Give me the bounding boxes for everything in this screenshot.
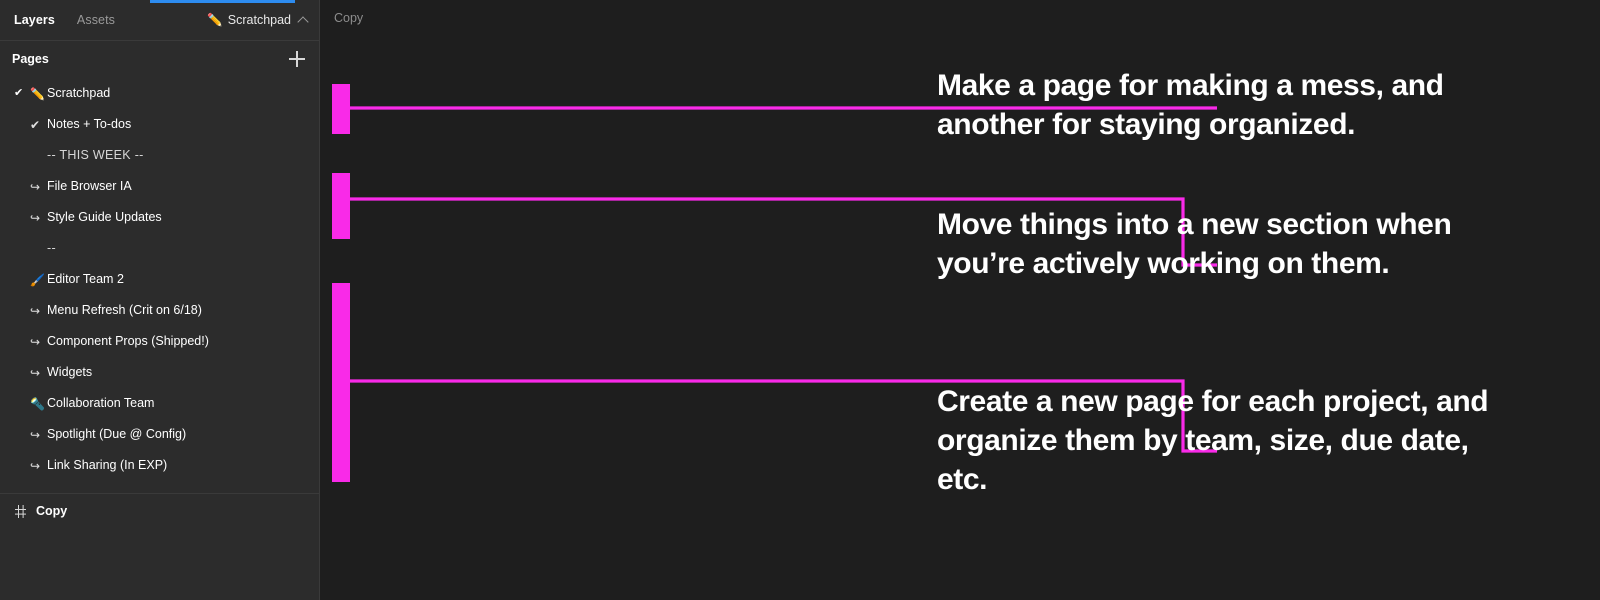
plus-icon[interactable] bbox=[287, 49, 307, 69]
chevron-up-icon[interactable] bbox=[297, 15, 309, 28]
frame-icon bbox=[14, 504, 36, 518]
arrow-hook-icon: ↪ bbox=[30, 179, 41, 194]
canvas-artwork bbox=[332, 84, 1217, 482]
page-item-label: Scratchpad bbox=[47, 86, 111, 101]
layer-item-label: Copy bbox=[36, 504, 68, 518]
page-item-label: Widgets bbox=[47, 365, 93, 380]
bar-1[interactable] bbox=[332, 84, 350, 134]
pages-list: ✔ ✏️ Scratchpad ✔ Notes + To-dos -- THIS… bbox=[0, 77, 319, 481]
panel-tab-bar: Layers Assets ✏️ Scratchpad bbox=[0, 0, 319, 41]
heading-text-2[interactable]: Move things into a new section when you’… bbox=[937, 208, 1452, 280]
layer-item-copy[interactable]: Copy bbox=[0, 494, 319, 528]
tab-assets[interactable]: Assets bbox=[76, 13, 116, 27]
page-item-label: Menu Refresh (Crit on 6/18) bbox=[47, 303, 202, 318]
canvas[interactable]: Copy Make a page for making a mess, and … bbox=[320, 0, 1600, 600]
page-item-label: File Browser IA bbox=[47, 179, 132, 194]
page-item-notes-todos[interactable]: ✔ Notes + To-dos bbox=[0, 109, 319, 140]
page-item-spotlight[interactable]: ↪ Spotlight (Due @ Config) bbox=[0, 419, 319, 450]
arrow-hook-icon: ↪ bbox=[30, 334, 41, 349]
arrow-hook-icon: ↪ bbox=[30, 427, 41, 442]
check-icon: ✔ bbox=[14, 87, 24, 99]
page-item-label: Component Props (Shipped!) bbox=[47, 334, 209, 349]
page-item-label: Collaboration Team bbox=[47, 396, 155, 411]
page-item-widgets[interactable]: ↪ Widgets bbox=[0, 357, 319, 388]
heading-text-3[interactable]: Create a new page for each project, and … bbox=[937, 385, 1489, 496]
pencil-emoji: ✏️ bbox=[30, 86, 45, 101]
bar-3[interactable] bbox=[332, 283, 350, 482]
page-item-label: Editor Team 2 bbox=[47, 272, 124, 287]
page-item-label: Notes + To-dos bbox=[47, 117, 132, 132]
page-item-style-guide-updates[interactable]: ↪ Style Guide Updates bbox=[0, 202, 319, 233]
flashlight-emoji: 🔦 bbox=[30, 396, 45, 411]
page-item-label: -- THIS WEEK -- bbox=[47, 148, 144, 163]
arrow-hook-icon: ↪ bbox=[30, 365, 41, 380]
page-item-label: -- bbox=[47, 241, 56, 256]
page-item-this-week-divider[interactable]: -- THIS WEEK -- bbox=[0, 140, 319, 171]
arrow-hook-icon: ↪ bbox=[30, 303, 41, 318]
arrow-hook-icon: ↪ bbox=[30, 458, 41, 473]
connector-2[interactable] bbox=[350, 197, 1217, 267]
current-page-label: Scratchpad bbox=[227, 13, 291, 27]
page-item-component-props[interactable]: ↪ Component Props (Shipped!) bbox=[0, 326, 319, 357]
page-item-file-browser-ia[interactable]: ↪ File Browser IA bbox=[0, 171, 319, 202]
pages-section-header: Pages bbox=[0, 41, 319, 77]
page-item-menu-refresh[interactable]: ↪ Menu Refresh (Crit on 6/18) bbox=[0, 295, 319, 326]
arrow-hook-icon: ↪ bbox=[30, 210, 41, 225]
paintbrush-emoji: 🖌️ bbox=[30, 272, 45, 287]
page-item-scratchpad[interactable]: ✔ ✏️ Scratchpad bbox=[0, 78, 319, 109]
connector-3[interactable] bbox=[350, 379, 1217, 453]
left-sidebar: Layers Assets ✏️ Scratchpad Pages ✔ ✏️ S… bbox=[0, 0, 320, 600]
page-item-divider[interactable]: -- bbox=[0, 233, 319, 264]
page-item-link-sharing[interactable]: ↪ Link Sharing (In EXP) bbox=[0, 450, 319, 481]
active-tab-accent bbox=[150, 0, 295, 3]
bar-2[interactable] bbox=[332, 173, 350, 239]
pages-title: Pages bbox=[12, 52, 49, 66]
heading-text-1[interactable]: Make a page for making a mess, and anoth… bbox=[937, 69, 1444, 141]
page-item-label: Style Guide Updates bbox=[47, 210, 162, 225]
page-item-label: Link Sharing (In EXP) bbox=[47, 458, 168, 473]
pencil-emoji: ✏️ bbox=[207, 12, 223, 27]
page-item-editor-team-2[interactable]: 🖌️ Editor Team 2 bbox=[0, 264, 319, 295]
tab-layers[interactable]: Layers bbox=[14, 13, 55, 27]
page-item-label: Spotlight (Due @ Config) bbox=[47, 427, 187, 442]
page-item-collaboration-team[interactable]: 🔦 Collaboration Team bbox=[0, 388, 319, 419]
current-page-selector[interactable]: ✏️ Scratchpad bbox=[207, 12, 309, 28]
checkmark-glyph: ✔ bbox=[30, 117, 41, 132]
frame-label-copy[interactable]: Copy bbox=[334, 11, 364, 25]
layers-divider bbox=[0, 493, 319, 494]
